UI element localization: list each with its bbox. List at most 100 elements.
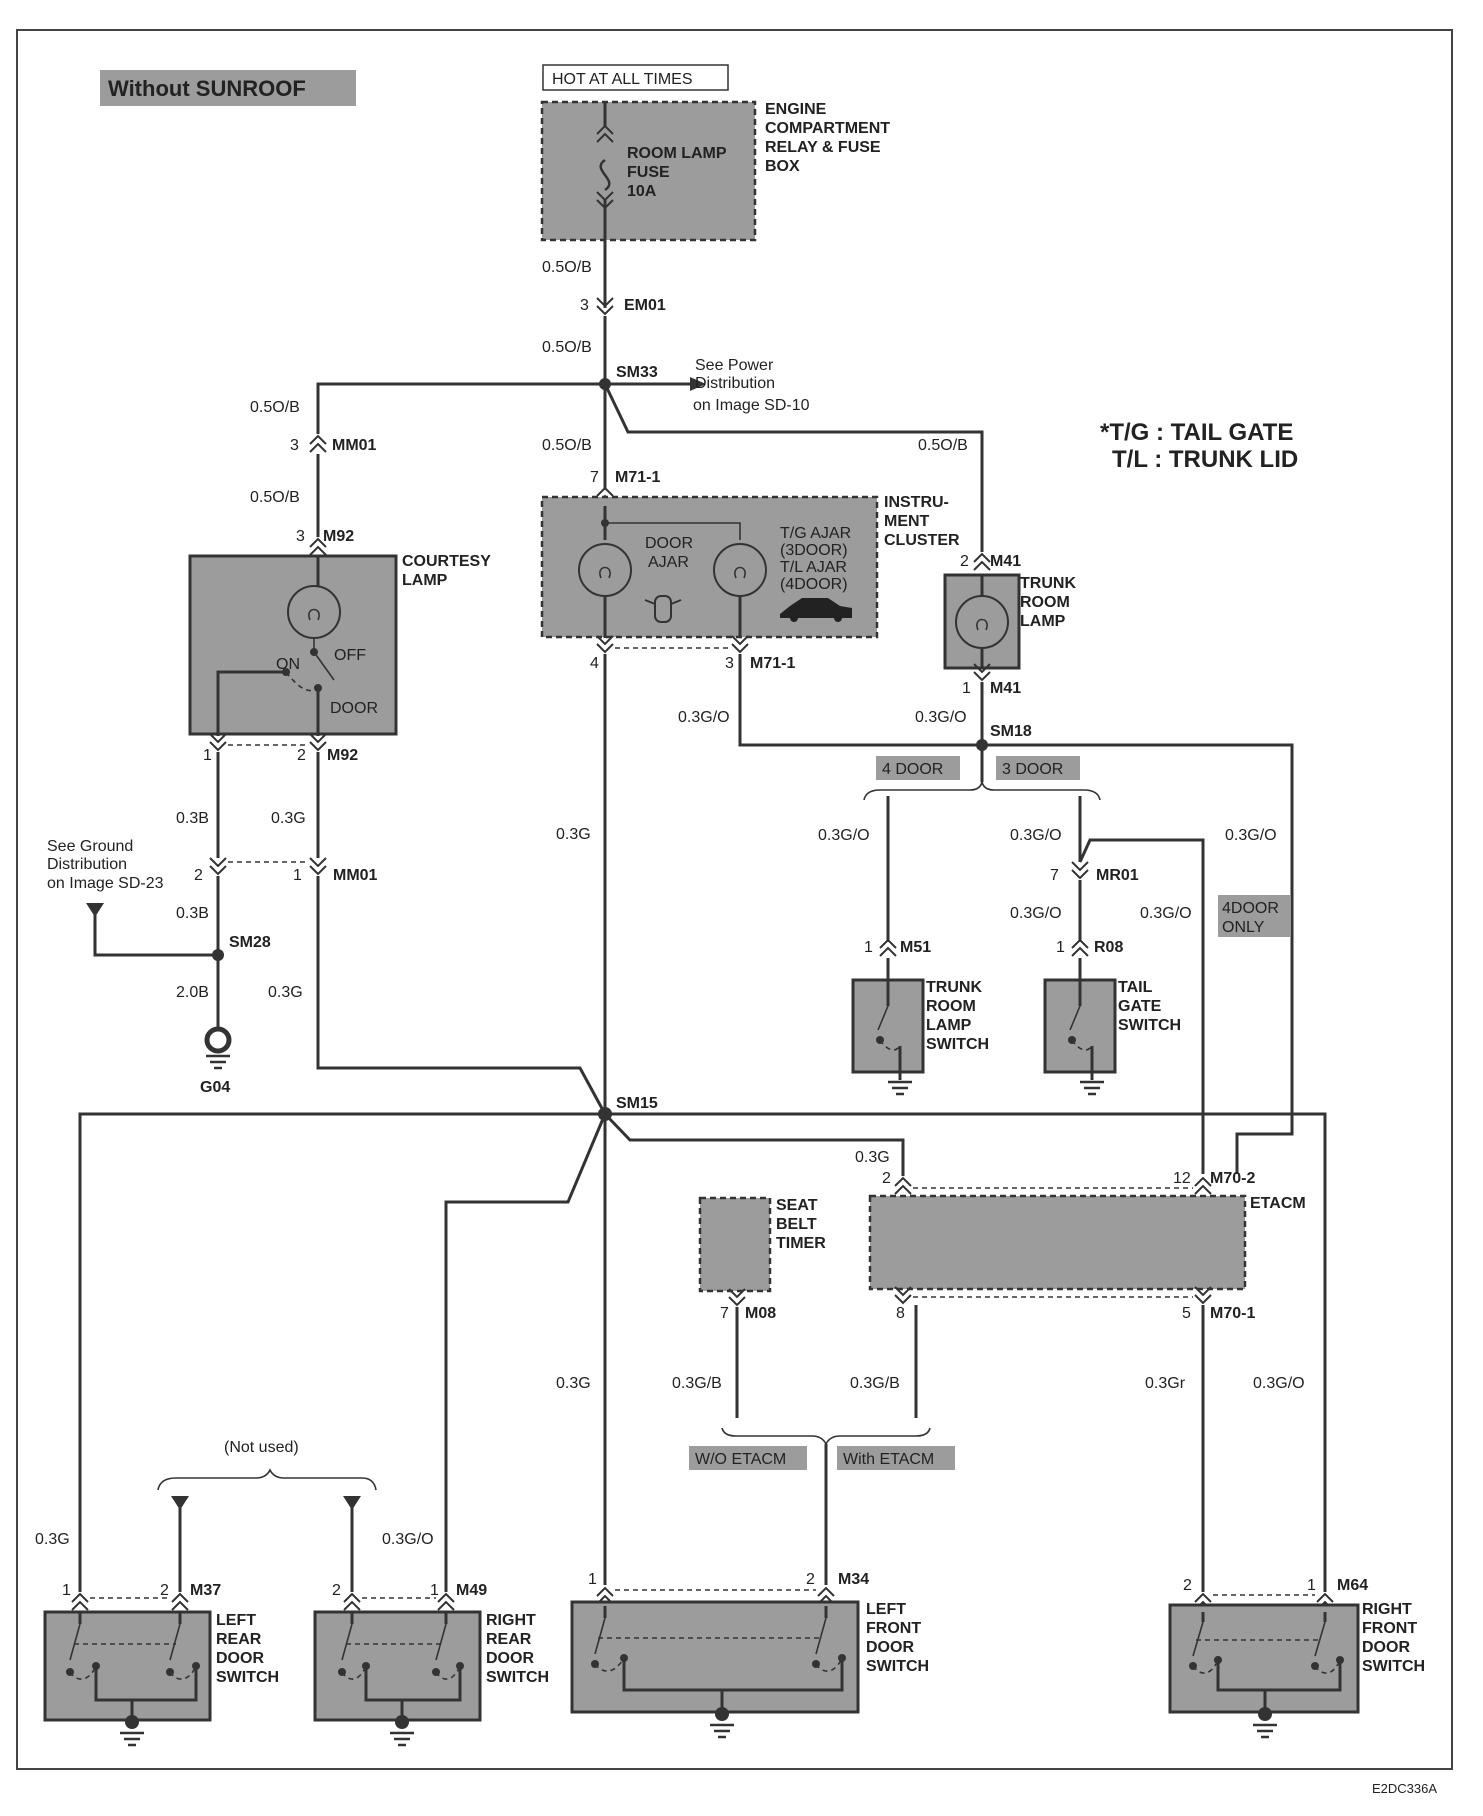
wire-label: 0.3G/O bbox=[1010, 827, 1062, 844]
pin-label: 3 bbox=[296, 528, 305, 545]
rf-switch-name-3: DOOR bbox=[1362, 1639, 1410, 1656]
pin-label: 1 bbox=[588, 1571, 597, 1588]
wire-label: 0.5O/B bbox=[542, 437, 592, 454]
tail-gate-switch-name-1: TAIL bbox=[1118, 979, 1153, 996]
seat-belt-timer-name-1: SEAT bbox=[776, 1197, 818, 1214]
pin-label: 1 bbox=[864, 939, 873, 956]
wire-label: 0.3G/O bbox=[678, 709, 730, 726]
wire-label: 0.5O/B bbox=[542, 339, 592, 356]
courtesy-lamp-box bbox=[188, 554, 398, 736]
pin-label: 5 bbox=[1182, 1305, 1191, 1322]
rf-switch-name-4: SWITCH bbox=[1362, 1658, 1425, 1675]
connector-m34: M34 bbox=[838, 1571, 869, 1588]
rr-switch-name-2: REAR bbox=[486, 1631, 532, 1648]
wire-label: 0.3G/O bbox=[818, 827, 870, 844]
ground-terminal-icon bbox=[204, 1026, 232, 1054]
three-door-label: 3 DOOR bbox=[1002, 761, 1063, 778]
connector-m70-2: M70-2 bbox=[1210, 1170, 1255, 1187]
wire-label: 0.5O/B bbox=[918, 437, 968, 454]
tg-ajar-label-1: T/G AJAR bbox=[780, 525, 851, 542]
pin-label: 1 bbox=[62, 1582, 71, 1599]
four-door-only-2: ONLY bbox=[1222, 919, 1265, 936]
connector-m92: M92 bbox=[323, 528, 354, 545]
rf-switch-name-1: RIGHT bbox=[1362, 1601, 1412, 1618]
four-door-only-1: 4DOOR bbox=[1222, 900, 1279, 917]
wire-label: 0.3G/O bbox=[1225, 827, 1277, 844]
connector-m64: M64 bbox=[1337, 1577, 1368, 1594]
fuse-name-2: FUSE bbox=[627, 164, 670, 181]
diagram-frame bbox=[16, 29, 1453, 1770]
legend-trunklid: T/L : TRUNK LID bbox=[1112, 446, 1298, 473]
rr-switch-name-3: DOOR bbox=[486, 1650, 534, 1667]
splice-sm33: SM33 bbox=[616, 364, 658, 381]
wire-label: 0.3G/O bbox=[1253, 1375, 1305, 1392]
wire-label: 0.5O/B bbox=[542, 259, 592, 276]
arrow-icon bbox=[690, 377, 706, 391]
trunk-switch-name-3: LAMP bbox=[926, 1017, 972, 1034]
pin-label: 12 bbox=[1173, 1170, 1191, 1187]
title-tag bbox=[100, 70, 356, 106]
pin-label: 2 bbox=[960, 553, 969, 570]
trunk-room-lamp-name-2: ROOM bbox=[1020, 594, 1070, 611]
legend-tailgate: *T/G : TAIL GATE bbox=[1100, 419, 1293, 446]
fuse-name-3: 10A bbox=[627, 183, 657, 200]
lf-switch-name-2: FRONT bbox=[866, 1620, 921, 1637]
courtesy-lamp-name-2: LAMP bbox=[402, 572, 448, 589]
connector-mm01: MM01 bbox=[332, 437, 377, 454]
diagram-title: Without SUNROOF bbox=[108, 76, 306, 101]
box-name-2: COMPARTMENT bbox=[765, 120, 890, 137]
tail-gate-switch-name-3: SWITCH bbox=[1118, 1017, 1181, 1034]
rr-switch-name-4: SWITCH bbox=[486, 1669, 549, 1686]
wire-label: 0.3G/B bbox=[672, 1375, 722, 1392]
instrument-cluster-name-1: INSTRU- bbox=[884, 494, 949, 511]
lr-switch-name-3: DOOR bbox=[216, 1650, 264, 1667]
connector-m08: M08 bbox=[745, 1305, 776, 1322]
hot-at-all-times-box bbox=[542, 64, 729, 91]
right-rear-door-switch-box bbox=[313, 1610, 482, 1722]
with-etacm-tag bbox=[837, 1446, 955, 1470]
hot-at-all-times-label: HOT AT ALL TIMES bbox=[552, 71, 693, 88]
connector-r08: R08 bbox=[1094, 939, 1123, 956]
box-name-4: BOX bbox=[765, 158, 800, 175]
wire-label: 0.5O/B bbox=[250, 399, 300, 416]
wire-label: 2.0B bbox=[176, 984, 209, 1001]
etacm-label: ETACM bbox=[1250, 1195, 1306, 1212]
wire-label: 0.3G bbox=[556, 1375, 591, 1392]
door-ajar-label-2: AJAR bbox=[648, 554, 689, 571]
double-switch-icon bbox=[591, 1606, 846, 1712]
double-switch-icon bbox=[66, 1612, 200, 1720]
wire-label: 0.3G bbox=[35, 1531, 70, 1548]
left-front-door-switch-box bbox=[570, 1600, 860, 1714]
pin-label: 3 bbox=[725, 655, 734, 672]
courtesy-on-label: ON bbox=[276, 656, 300, 673]
tg-ajar-label-4: (4DOOR) bbox=[780, 576, 848, 593]
ground-ref-1: See Ground bbox=[47, 838, 133, 855]
connector-m37: M37 bbox=[190, 1582, 221, 1599]
pin-label: 2 bbox=[297, 747, 306, 764]
pin-label: 1 bbox=[962, 680, 971, 697]
pin-label: 2 bbox=[806, 1571, 815, 1588]
tail-gate-switch-name-2: GATE bbox=[1118, 998, 1162, 1015]
instrument-cluster-name-2: MENT bbox=[884, 513, 930, 530]
pin-label: 1 bbox=[1307, 1577, 1316, 1594]
pin-label: 4 bbox=[590, 655, 599, 672]
pin-label: 7 bbox=[1050, 867, 1059, 884]
lf-switch-name-1: LEFT bbox=[866, 1601, 906, 1618]
switch-icon bbox=[1068, 1005, 1094, 1072]
pin-label: 3 bbox=[580, 297, 589, 314]
wire-label: 0.3G/O bbox=[1010, 905, 1062, 922]
lr-switch-name-2: REAR bbox=[216, 1631, 262, 1648]
connector-m71-1-top: M71-1 bbox=[615, 469, 660, 486]
seat-belt-timer-box bbox=[698, 1196, 772, 1293]
connector-em01: EM01 bbox=[624, 297, 666, 314]
door-ajar-label-1: DOOR bbox=[645, 535, 693, 552]
wire-label: 0.3G/O bbox=[915, 709, 967, 726]
wire-label: 0.3G bbox=[855, 1149, 890, 1166]
trunk-switch-name-4: SWITCH bbox=[926, 1036, 989, 1053]
engine-fuse-box bbox=[540, 100, 757, 242]
box-name-1: ENGINE bbox=[765, 101, 827, 118]
not-used-label: (Not used) bbox=[224, 1439, 299, 1456]
wire-label: 0.3G/O bbox=[1140, 905, 1192, 922]
connector-m92-bottom: M92 bbox=[327, 747, 358, 764]
fuse-icon bbox=[599, 158, 611, 192]
